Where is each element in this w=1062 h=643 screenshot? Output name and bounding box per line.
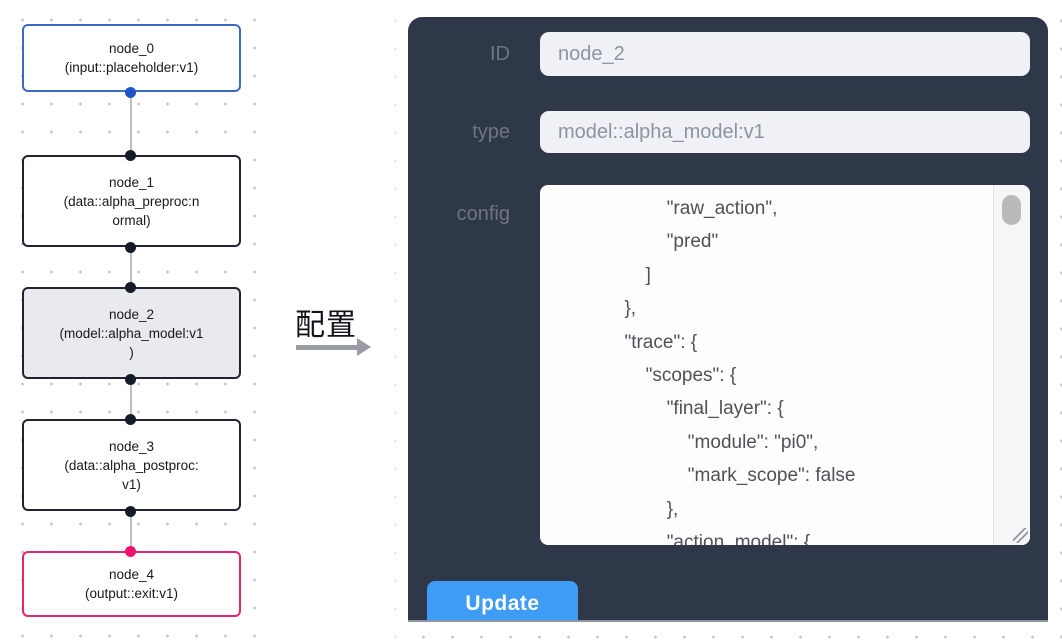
- node1-target-handle[interactable]: [125, 149, 136, 161]
- edge-node2-node3: [130, 379, 132, 419]
- edge-node3-node4: [130, 511, 132, 551]
- flow-node-preproc[interactable]: node_1 (data::alpha_preproc:n ormal): [22, 155, 241, 247]
- update-button[interactable]: Update: [427, 581, 578, 620]
- node1-source-handle[interactable]: [125, 241, 136, 253]
- id-field-label: ID: [490, 43, 510, 65]
- flow-node-output[interactable]: node_4 (output::exit:v1): [22, 551, 241, 617]
- flow-node-input[interactable]: node_0 (input::placeholder:v1): [22, 24, 241, 92]
- flow-canvas: node_0 (input::placeholder:v1) node_1 (d…: [0, 0, 258, 643]
- config-scrollbar[interactable]: [993, 185, 1030, 545]
- config-json-textarea[interactable]: "raw_action", "pred" ] }, "trace": { "sc…: [540, 185, 1030, 545]
- type-input[interactable]: [540, 111, 1030, 153]
- id-input[interactable]: [540, 32, 1030, 76]
- node2-target-handle[interactable]: [125, 281, 136, 293]
- edge-node1-node2: [130, 247, 132, 287]
- flow-node-model-selected[interactable]: node_2 (model::alpha_model:v1 ): [22, 287, 241, 379]
- node4-target-handle[interactable]: [125, 545, 136, 557]
- flow-node-postproc[interactable]: node_3 (data::alpha_postproc: v1): [22, 419, 241, 511]
- node0-source-handle[interactable]: [125, 86, 136, 98]
- node3-source-handle[interactable]: [125, 505, 136, 517]
- node3-target-handle[interactable]: [125, 413, 136, 425]
- node2-source-handle[interactable]: [125, 373, 136, 385]
- config-field-label: config: [456, 203, 510, 225]
- node-config-panel: ID type config "raw_action", "pred" ] },…: [408, 17, 1048, 622]
- config-json-text: "raw_action", "pred" ] }, "trace": { "sc…: [624, 198, 856, 545]
- textarea-resize-handle-icon[interactable]: [1013, 528, 1028, 543]
- edge-node0-node1: [130, 92, 132, 155]
- configure-annotation-label: 配置: [295, 309, 357, 342]
- type-field-label: type: [472, 121, 510, 143]
- right-arrow-icon: [296, 338, 371, 356]
- config-scrollbar-thumb[interactable]: [1002, 195, 1021, 225]
